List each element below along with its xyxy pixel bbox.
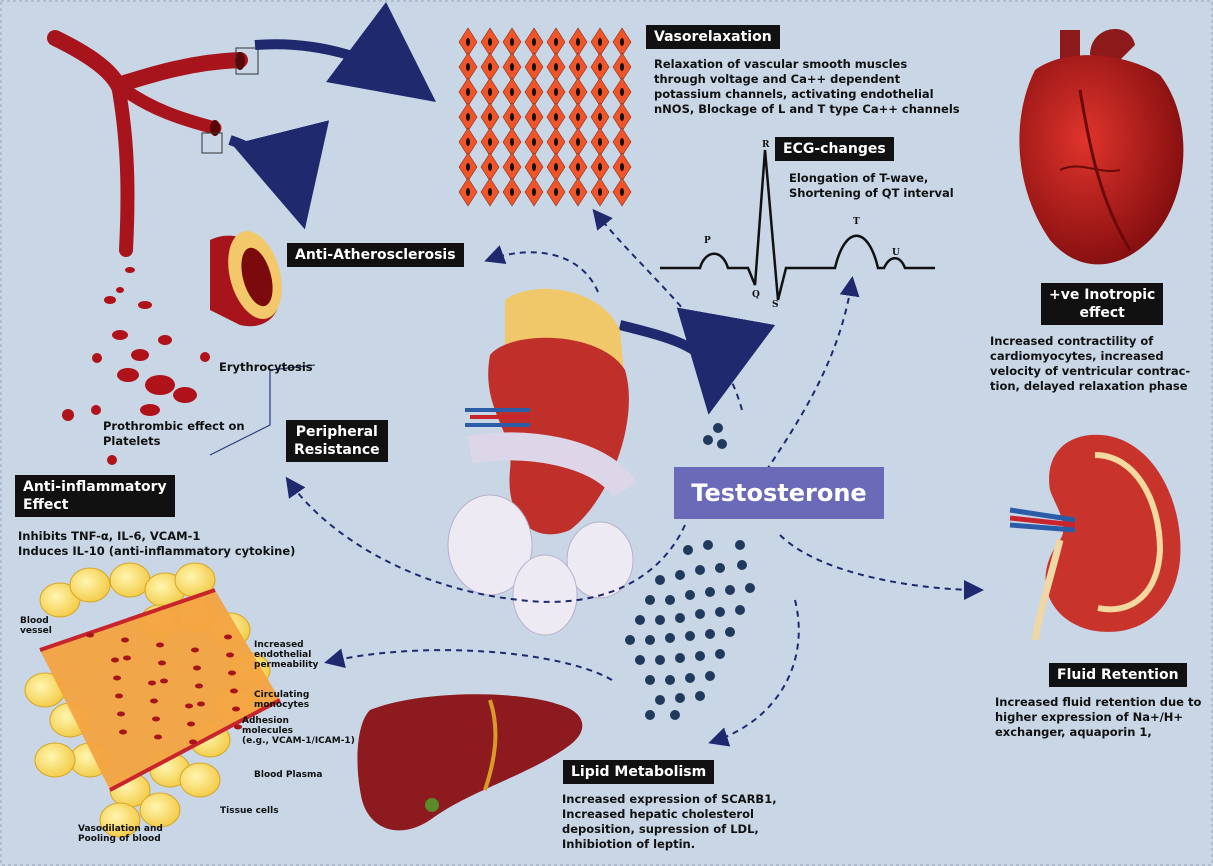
testosterone-box: Testosterone: [674, 467, 884, 519]
ecg-text: Elongation of T-wave, Shortening of QT i…: [789, 171, 954, 201]
ecg-label-u: U: [892, 248, 900, 258]
lipid-metabolism-text: Increased expression of SCARB1, Increase…: [562, 792, 777, 852]
vasorelaxation-title: Vasorelaxation: [646, 25, 780, 49]
arrow-to-plaque: [230, 140, 300, 210]
label-tissue: Tissue cells: [220, 806, 279, 816]
artery-tree-illustration: [55, 38, 258, 250]
arrow-to-smooth-muscle: [255, 44, 420, 90]
fluid-retention-title: Fluid Retention: [1049, 663, 1187, 687]
ecg-label-q: Q: [752, 290, 760, 300]
vasorelaxation-text: Relaxation of vascular smooth muscles th…: [654, 57, 960, 117]
smooth-muscle-cells-illustration: [459, 28, 631, 206]
label-blood-vessel: Blood vessel: [20, 616, 52, 636]
label-adhesion: Adhesion molecules (e.g., VCAM-1/ICAM-1): [242, 716, 355, 746]
ecg-label-p: P: [704, 236, 711, 246]
anti-atherosclerosis-title: Anti-Atherosclerosis: [287, 243, 464, 267]
inotropic-text: Increased contractility of cardiomyocyte…: [990, 334, 1190, 394]
label-plasma: Blood Plasma: [254, 770, 322, 780]
reproductive-organs-illustration: [448, 289, 633, 635]
prothrombic-label: Prothrombic effect on Platelets: [103, 419, 245, 449]
ecg-title: ECG-changes: [775, 137, 894, 161]
ecg-label-t: T: [853, 217, 860, 227]
label-vasodilation: Vasodilation and Pooling of blood: [78, 824, 163, 844]
red-blood-cells-illustration: [104, 267, 197, 416]
label-monocytes: Circulating monocytes: [254, 690, 309, 710]
heart-illustration: [1019, 29, 1183, 264]
arrow-to-testosterone: [620, 325, 713, 395]
liver-illustration: [357, 694, 582, 830]
anti-inflammatory-title: Anti-inflammatory Effect: [15, 475, 175, 517]
kidney-illustration: [1010, 435, 1180, 640]
inotropic-title: +ve Inotropic effect: [1041, 283, 1163, 325]
fluid-retention-text: Increased fluid retention due to higher …: [995, 695, 1201, 740]
label-permeability: Increased endothelial permeability: [254, 640, 318, 670]
ecg-label-s: S: [772, 300, 779, 310]
erythrocytosis-label: Erythrocytosis: [219, 360, 313, 375]
peripheral-resistance-title: Peripheral Resistance: [286, 420, 388, 462]
inflamed-vessel-illustration: [25, 563, 280, 837]
ecg-label-r: R: [762, 140, 769, 150]
anti-inflammatory-text: Inhibits TNF-α, IL-6, VCAM-1 Induces IL-…: [18, 529, 295, 559]
lipid-metabolism-title: Lipid Metabolism: [563, 760, 714, 784]
atherosclerotic-artery-illustration: [210, 225, 291, 326]
